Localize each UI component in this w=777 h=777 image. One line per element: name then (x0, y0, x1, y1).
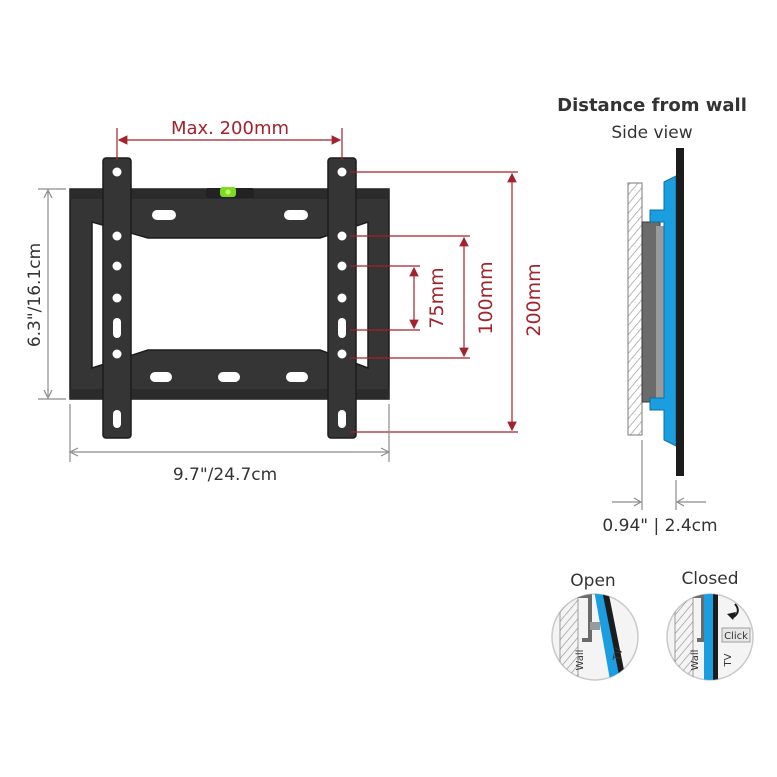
tv-panel (676, 148, 684, 476)
spirit-level-icon (206, 187, 254, 198)
closed-label: Closed (681, 569, 738, 589)
left-mount-arm (102, 157, 132, 439)
side-view-title: Distance from wall (557, 95, 747, 116)
open-tv-label: TV (612, 647, 626, 663)
closed-tv-label: TV (723, 653, 734, 667)
width-label: 9.7"/24.7cm (173, 465, 277, 485)
distance-label: 0.94" | 2.4cm (602, 516, 717, 536)
side-view-subtitle: Side view (611, 123, 692, 143)
wall-section (627, 182, 643, 436)
vesa-dimensions (116, 128, 518, 433)
open-detail: Wall TV (551, 593, 639, 681)
overall-dimensions (38, 188, 391, 462)
click-arrow-icon (727, 603, 739, 620)
open-wall-label: Wall (575, 650, 586, 671)
side-view-diagram (612, 148, 706, 510)
click-label: Click (724, 631, 748, 642)
closed-wall-label: Wall (690, 650, 701, 671)
wall-bracket-front-view (69, 157, 390, 439)
vesa-max-label: Max. 200mm (171, 118, 289, 139)
height-label: 6.3"/16.1cm (25, 243, 45, 347)
vesa-100-label: 100mm (475, 261, 497, 334)
vesa-200-label: 200mm (523, 263, 545, 336)
right-mount-arm (327, 157, 357, 439)
vesa-75-label: 75mm (426, 267, 448, 328)
closed-detail: Wall TV Click (666, 593, 754, 681)
open-label: Open (570, 571, 615, 591)
